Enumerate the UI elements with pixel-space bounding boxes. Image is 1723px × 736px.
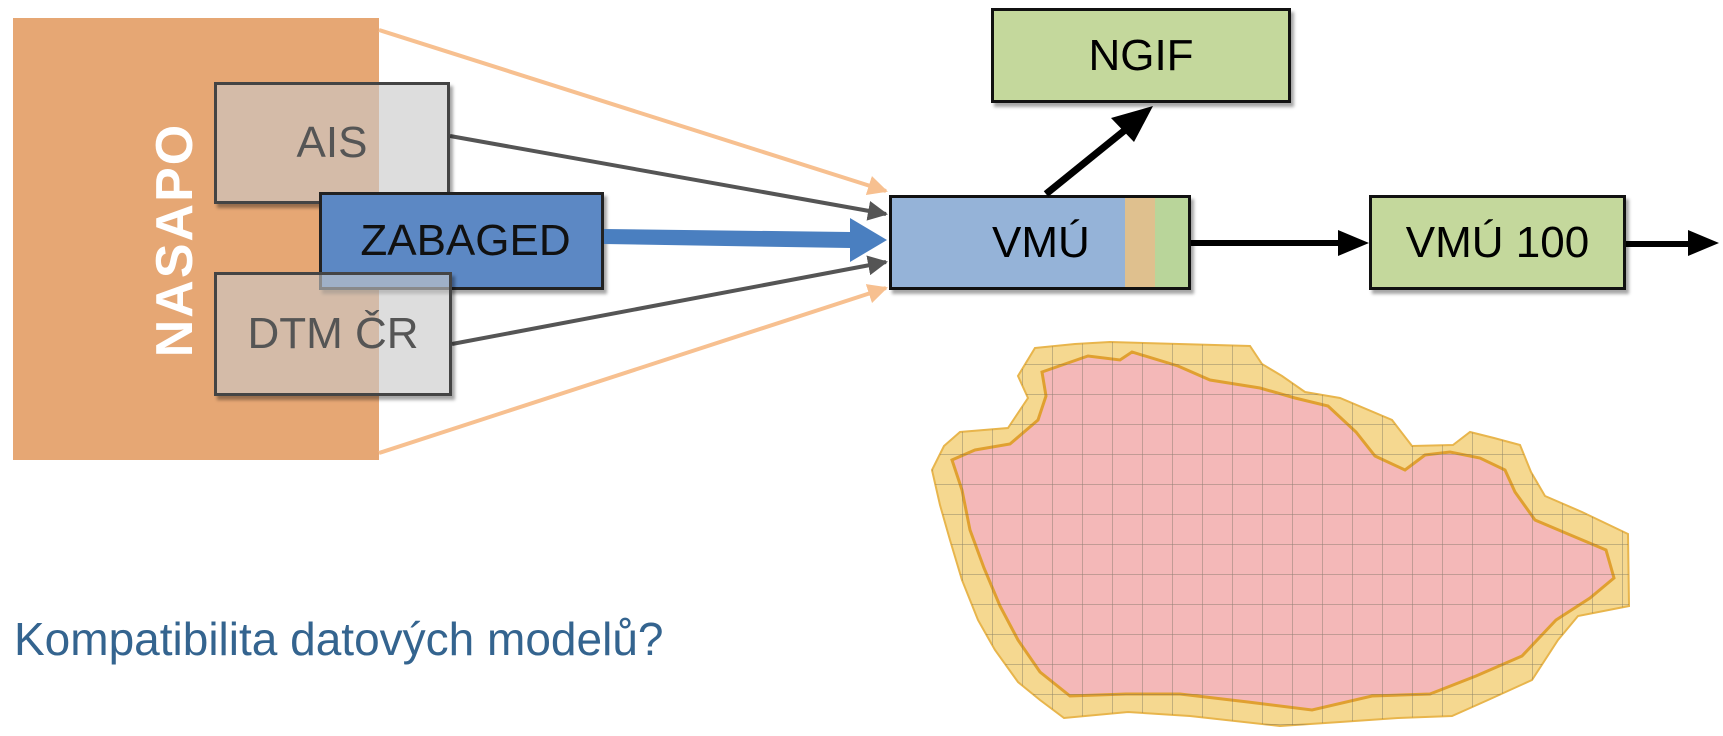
vmu-to-ngif-arrowhead — [1111, 106, 1153, 142]
vmu-green-strip — [1155, 198, 1188, 287]
vmu-to-vmu100-arrowhead — [1338, 230, 1369, 256]
vmu-tan-strip — [1125, 198, 1155, 287]
vmu-box: VMÚ — [889, 195, 1191, 290]
ngif-box: NGIF — [991, 8, 1291, 103]
ais-box: AIS — [214, 82, 450, 204]
ngif-label: NGIF — [1088, 30, 1194, 80]
vmu100-box: VMÚ 100 — [1369, 195, 1626, 290]
vmu100-out-arrowhead — [1688, 230, 1719, 256]
ais-label: AIS — [296, 118, 368, 167]
zabaged-label: ZABAGED — [360, 216, 571, 265]
vmu-to-ngif-line — [1043, 123, 1133, 197]
dtm-box: DTM ČR — [214, 272, 452, 396]
peach-upper-line — [378, 28, 888, 196]
zabaged-to-vmu-arrow — [604, 218, 887, 262]
zabaged-box: ZABAGED — [319, 192, 604, 290]
dtm-to-vmu-line — [451, 255, 888, 346]
dtm-label: DTM ČR — [247, 309, 419, 358]
ais-to-vmu-line — [449, 134, 888, 221]
vmu-label: VMÚ — [992, 217, 1090, 267]
vmu100-label: VMÚ 100 — [1405, 217, 1590, 267]
peach-lower-line — [378, 284, 888, 455]
compatibility-question: Kompatibilita datových modelů? — [14, 613, 664, 665]
